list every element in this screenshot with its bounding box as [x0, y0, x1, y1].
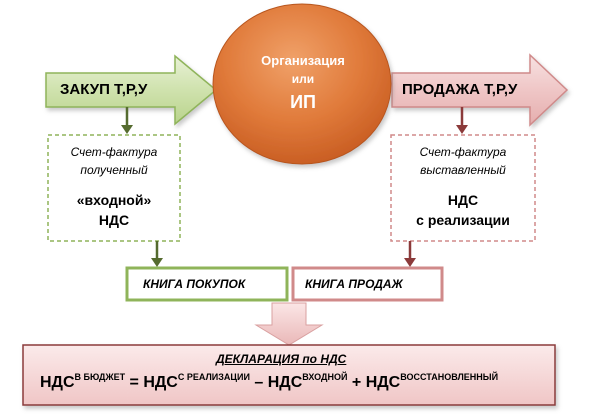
vat-formula: НДСВ БЮДЖЕТ = НДСС РЕАЛИЗАЦИИ – НДСВХОДН… — [40, 372, 498, 392]
invoice-issued-box — [390, 134, 536, 242]
sale-arrow-label: ПРОДАЖА Т,Р,У — [402, 81, 518, 98]
sales-book-box — [291, 266, 444, 302]
organization-circle — [212, 3, 392, 165]
formula-sup-budget: В БЮДЖЕТ — [74, 372, 126, 382]
formula-vat-budget: НДС — [40, 374, 75, 391]
formula-sup-restored: ВОССТАНОВЛЕННЫЙ — [400, 372, 499, 382]
declaration-title: ДЕКЛАРАЦИЯ по НДС — [216, 352, 347, 366]
purchase-arrow-label: ЗАКУП Т,Р,У — [60, 81, 148, 98]
formula-sup-sales: С РЕАЛИЗАЦИИ — [177, 372, 250, 382]
invoice-issued-subtitle: выставленный — [420, 163, 506, 177]
connector-arrowhead — [404, 258, 416, 267]
formula-sup-input: ВХОДНОЙ — [302, 372, 348, 382]
invoice-received-vat: НДС — [98, 212, 130, 228]
invoice-issued-vat-type: с реализации — [416, 212, 510, 228]
formula-vat-input: НДС — [267, 374, 303, 391]
connector-arrowhead — [456, 125, 468, 134]
invoice-received-box — [47, 134, 181, 242]
formula-equals: = — [129, 374, 139, 391]
formula-vat-restored: НДС — [365, 374, 401, 391]
invoice-issued-vat: НДС — [447, 192, 479, 208]
connector-arrowhead — [121, 125, 133, 134]
invoice-received-title: Счет-фактура — [70, 145, 158, 159]
invoice-received-vat-type: «входной» — [76, 192, 152, 208]
invoice-received-subtitle: полученный — [80, 163, 148, 177]
organization-label-line3: ИП — [290, 92, 316, 112]
organization-label-line2: или — [291, 72, 315, 86]
purchase-arrow-shape — [45, 54, 218, 126]
declaration-box — [22, 344, 556, 406]
down-arrow-to-declaration — [254, 302, 324, 346]
sales-book-label: КНИГА ПРОДАЖ — [305, 277, 403, 291]
connector-arrowhead — [151, 258, 163, 267]
formula-minus: – — [254, 374, 264, 391]
purchase-book-box — [125, 266, 289, 302]
organization-label-line1: Организация — [261, 53, 345, 68]
purchase-book-label: КНИГА ПОКУПОК — [143, 277, 246, 291]
formula-vat-sales: НДС — [143, 374, 178, 391]
sale-arrow-shape — [391, 53, 569, 127]
invoice-issued-title: Счет-фактура — [419, 145, 507, 159]
formula-plus: + — [351, 374, 362, 391]
